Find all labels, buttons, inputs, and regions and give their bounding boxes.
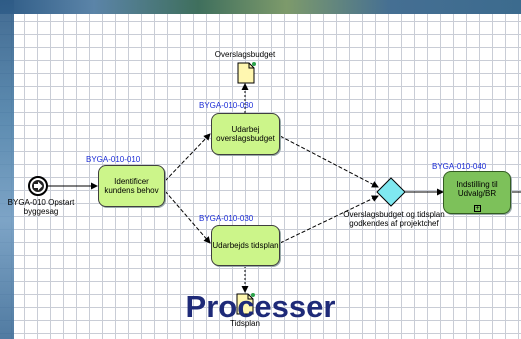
- task-label-identify: Identificer kundens behov: [104, 177, 159, 195]
- start-event-icon[interactable]: [28, 176, 48, 196]
- artifact-label-budget: Overslagsbudget: [214, 50, 276, 59]
- task-label-budget: Udarbej overslagsbudget: [216, 125, 275, 143]
- artifact-label-schedule: Tidsplan: [230, 319, 260, 328]
- sequence-flow-budget-to-gateway: [279, 135, 379, 188]
- approval-gateway-icon[interactable]: [376, 177, 406, 207]
- task-prepare-budget[interactable]: Udarbej overslagsbudget: [211, 113, 280, 155]
- task-label-schedule: Udarbejds tidsplan: [212, 241, 279, 250]
- sequence-flow-identify-to-schedule: [164, 190, 211, 244]
- sequence-flow-identify-to-budget: [164, 133, 211, 182]
- task-code-schedule: BYGA-010-030: [199, 214, 254, 223]
- task-code-recommendation: BYGA-010-040: [432, 162, 487, 171]
- task-label-recommendation: Indstilling til Udvalg/BR: [456, 180, 498, 198]
- start-event-label: BYGA-010 Opstart byggesag: [4, 198, 78, 216]
- task-prepare-schedule[interactable]: Udarbejds tidsplan: [211, 225, 280, 266]
- start-event-text: Opstart byggesag: [23, 198, 75, 216]
- header-banner: [0, 0, 521, 14]
- task-code-identify: BYGA-010-010: [86, 155, 141, 164]
- tidsplan-document-icon[interactable]: [236, 293, 255, 315]
- task-identify-customer-needs[interactable]: Identificer kundens behov: [98, 165, 165, 207]
- gateway-label: Overslagsbudget og tidsplan godkendes af…: [343, 210, 445, 228]
- side-banner: [0, 0, 14, 339]
- overslagsbudget-document-icon[interactable]: [237, 62, 256, 84]
- start-event-code: BYGA-010: [7, 198, 46, 207]
- task-code-budget: BYGA-010-030: [199, 101, 254, 110]
- plus-marker-icon[interactable]: +: [474, 205, 481, 212]
- sequence-flow-schedule-to-gateway: [279, 195, 379, 244]
- page-title: Processer: [185, 289, 336, 324]
